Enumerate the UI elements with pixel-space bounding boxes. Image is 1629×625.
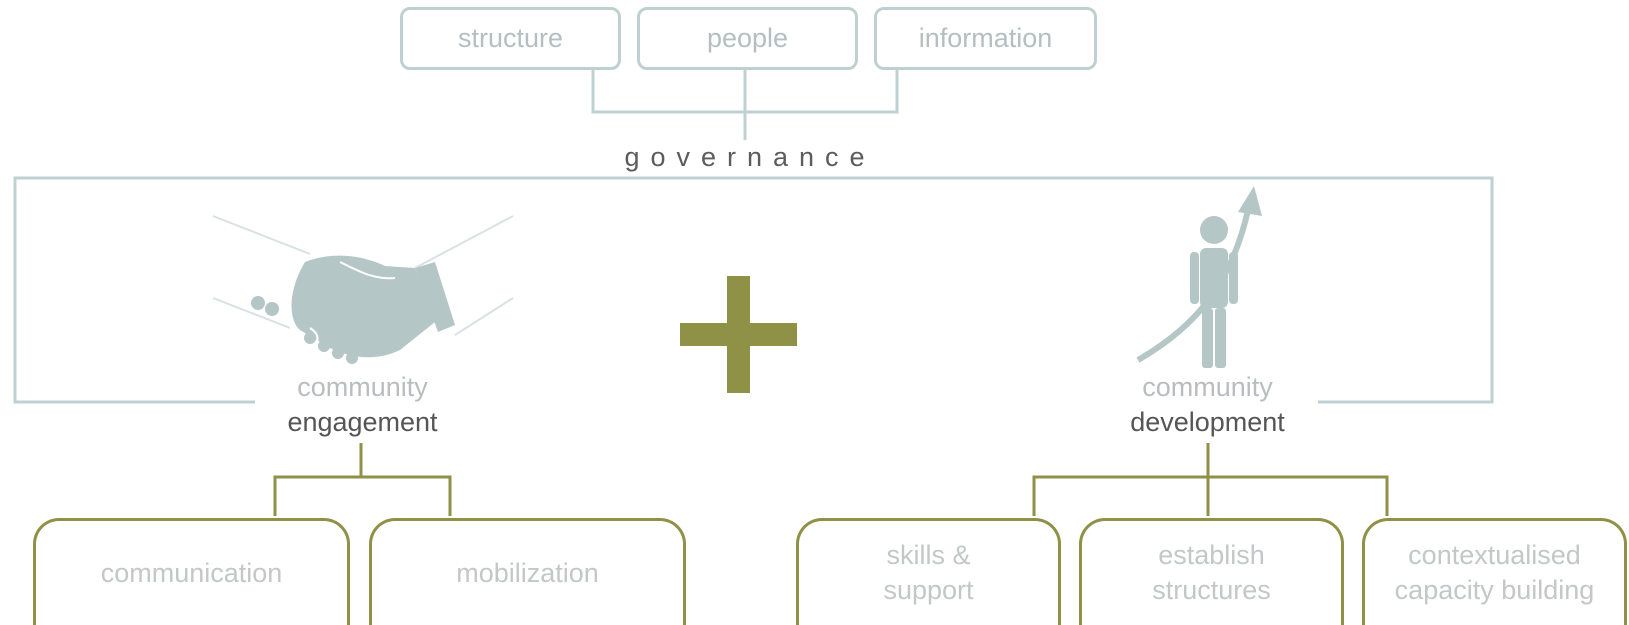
governance-box-label: people: [706, 23, 789, 53]
child-label: mobilization: [456, 557, 599, 588]
governance-frame: [13, 176, 1494, 404]
governance-box-information: information: [874, 7, 1097, 70]
governance-title: governance: [624, 142, 876, 172]
governance-box-people: people: [637, 7, 858, 70]
engagement-child-mobilization: mobilization: [369, 518, 686, 625]
child-label-line2: capacity building: [1394, 575, 1595, 605]
development-child-skills-support: skills & support: [796, 518, 1061, 625]
child-label: skills & support: [883, 538, 973, 608]
plus-icon: [680, 276, 797, 393]
child-label-line1: contextualised: [1408, 540, 1581, 570]
child-label: contextualised capacity building: [1395, 538, 1595, 608]
development-bracket: [1032, 475, 1389, 516]
engagement-child-communication: communication: [33, 518, 350, 625]
person-growth-arrow-icon: [1136, 186, 1262, 368]
child-label-line2: structures: [1152, 575, 1271, 605]
governance-box-label: information: [918, 23, 1053, 53]
development-child-establish-structures: establish structures: [1079, 518, 1344, 625]
engagement-bracket: [273, 475, 452, 516]
handshake-icon: [212, 215, 514, 364]
development-child-contextualised-capacity-building: contextualised capacity building: [1362, 518, 1627, 625]
development-label-line2: development: [1130, 407, 1285, 437]
governance-box-label: structure: [457, 23, 564, 53]
governance-box-structure: structure: [400, 7, 621, 70]
child-label-line2: support: [883, 575, 974, 605]
child-label-line1: establish: [1158, 540, 1265, 570]
child-label-line1: skills &: [886, 540, 971, 570]
child-label: establish structures: [1152, 538, 1271, 608]
engagement-label-line2: engagement: [287, 407, 438, 437]
development-label-line1: community: [1142, 372, 1273, 402]
engagement-label-line1: community: [297, 372, 428, 402]
child-label: communication: [100, 557, 283, 588]
